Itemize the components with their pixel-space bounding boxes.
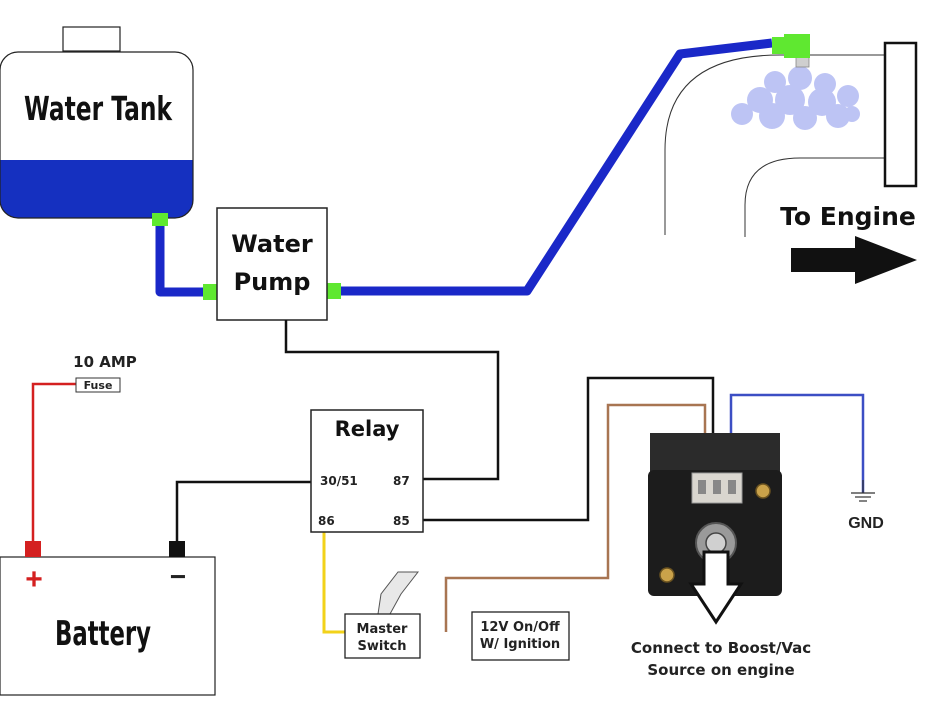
master-switch: Master Switch: [344, 571, 421, 659]
pump-inlet-fitting: [203, 284, 217, 300]
connect-label-1: Connect to Boost/Vac: [631, 639, 811, 657]
tank-cap: [62, 26, 121, 52]
tank-to-pump-hose: [155, 224, 212, 297]
water-pump-label-1: Water: [231, 230, 313, 258]
master-switch-label-2: Switch: [357, 639, 406, 654]
ground-symbol: [851, 480, 875, 502]
relay-pin-86: 86: [318, 514, 335, 528]
to-engine-label: To Engine: [780, 202, 916, 231]
master-switch-label-1: Master: [357, 622, 408, 637]
ignition-label-2: W/ Ignition: [480, 637, 560, 652]
tank-body: [0, 51, 194, 219]
red-wire: [31, 382, 78, 545]
yellow-wire: [322, 530, 345, 634]
tank-water-level: [0, 160, 193, 218]
fuse-label: Fuse: [84, 379, 113, 392]
intake-flange: [883, 41, 918, 188]
water-tank: Water Tank: [0, 26, 194, 219]
water-pump: Water Pump: [216, 207, 328, 321]
water-tank-label: Water Tank: [24, 89, 173, 128]
fuse-amp-label: 10 AMP: [73, 353, 137, 371]
intake-elbow: [664, 54, 885, 237]
boost-switch-screw-right: [755, 483, 771, 499]
tank-hose-fitting: [152, 213, 168, 226]
battery-positive-terminal: [25, 541, 41, 557]
battery-case: [0, 556, 216, 696]
relay-box: [310, 409, 424, 533]
master-switch-box: [344, 613, 421, 659]
battery-ground-to-relay30-wire: [175, 480, 311, 545]
relay-pin-3051: 30/51: [320, 474, 358, 488]
relay85-to-switch-wire: [423, 376, 715, 522]
pump-outlet-fitting: [327, 283, 341, 299]
water-hoses: [152, 38, 773, 300]
relay-label: Relay: [335, 417, 400, 441]
water-pump-box: [216, 207, 328, 321]
battery-minus-sign: −: [170, 561, 186, 592]
pump-to-nozzle-hose: [335, 38, 773, 296]
boost-switch-top: [650, 433, 780, 473]
pump-to-relay87-wire: [284, 320, 500, 481]
ignition-source: 12V On/Off W/ Ignition: [471, 611, 570, 661]
gnd-label: GND: [848, 515, 884, 532]
water-pump-label-2: Pump: [234, 268, 311, 296]
ignition-box: [471, 611, 570, 661]
master-switch-toggle: [377, 571, 420, 615]
intake-pipe: To Engine: [664, 34, 918, 284]
boost-switch: Connect to Boost/Vac Source on engine: [631, 433, 811, 679]
relay-pin-87: 87: [393, 474, 410, 488]
power-wire: Fuse 10 AMP: [31, 353, 137, 545]
relay-pin-85: 85: [393, 514, 410, 528]
battery-plus-sign: +: [25, 563, 43, 596]
spray-nozzle: [772, 34, 810, 68]
ignition-label-1: 12V On/Off: [480, 620, 560, 635]
black-wires: [175, 320, 715, 545]
fuse-body: [75, 377, 121, 393]
battery-label: Battery: [55, 614, 151, 654]
boost-switch-screw-left: [659, 567, 675, 583]
battery-negative-terminal: [169, 541, 185, 557]
to-engine-arrow: [791, 236, 917, 284]
water-mist: [731, 66, 860, 130]
relay: Relay 30/51 87 86 85: [310, 409, 424, 533]
brown-wire: [444, 403, 707, 632]
connect-label-2: Source on engine: [647, 661, 794, 679]
battery: + − Battery: [0, 541, 216, 696]
boost-vac-arrow: [688, 550, 744, 625]
